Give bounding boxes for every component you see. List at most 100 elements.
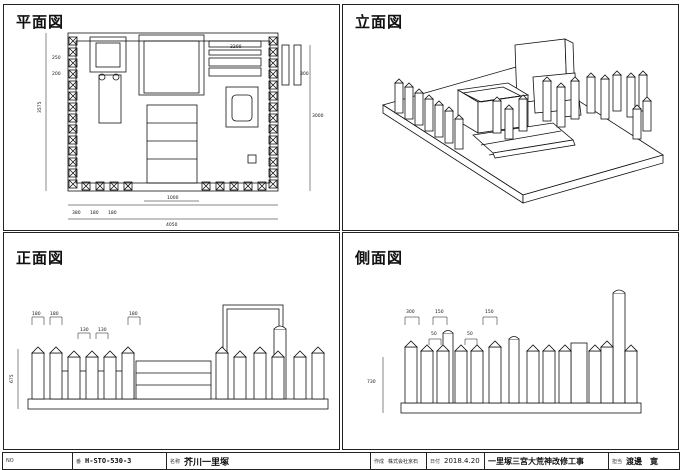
- plan-dim-left-height: 3575: [37, 101, 43, 113]
- fence-block: [68, 168, 78, 178]
- fence-block-mark: [68, 168, 78, 178]
- tb-date-cell: 日付 2018.4.20: [427, 453, 485, 469]
- fence-block: [68, 157, 78, 167]
- iso-fence-post: [492, 100, 502, 134]
- side-fence-post: [488, 346, 502, 404]
- side-post-cap: [488, 340, 502, 348]
- side-dim-5: 150: [485, 309, 494, 315]
- side-post-cap: [436, 344, 450, 352]
- elevation-view-panel: 立面図: [342, 4, 679, 231]
- plan-view-panel: 平面図: [3, 4, 340, 231]
- side-fence-post: [588, 350, 602, 404]
- iso-fence-post: [434, 104, 444, 138]
- fence-block: [215, 181, 225, 191]
- front-post-cap: [49, 346, 63, 354]
- iso-post-cap: [504, 104, 514, 110]
- front-post-cap: [121, 346, 135, 354]
- fence-block-mark: [68, 36, 78, 46]
- side-dim-4: 50: [467, 331, 473, 337]
- fence-block-mark: [68, 146, 78, 156]
- plan-dim-right-height: 3000: [312, 113, 324, 119]
- fence-block-mark: [68, 113, 78, 123]
- fence-block-mark: [68, 80, 78, 90]
- tb-person-value: 渡邊 寛: [626, 455, 659, 466]
- front-fence-post: [253, 352, 267, 400]
- iso-post-cap: [638, 70, 648, 76]
- iso-post-cap: [492, 96, 502, 102]
- fence-block-mark: [268, 135, 278, 145]
- fence-block: [68, 135, 78, 145]
- iso-fence-post: [586, 76, 596, 114]
- front-fence-post: [103, 356, 117, 400]
- fence-block-mark: [68, 135, 78, 145]
- fence-block-mark: [268, 91, 278, 101]
- iso-fence-post: [414, 92, 424, 126]
- fence-block-mark: [68, 124, 78, 134]
- fence-block: [268, 47, 278, 57]
- fence-block: [68, 113, 78, 123]
- fence-block: [109, 181, 119, 191]
- front-dim-4: 130: [98, 327, 107, 333]
- side-post-cap: [470, 344, 484, 352]
- iso-post-cap: [612, 70, 622, 76]
- fence-block-mark: [68, 102, 78, 112]
- iso-fence-post: [632, 108, 642, 140]
- side-fence-post: [436, 350, 450, 404]
- iso-fence-post: [542, 80, 552, 122]
- iso-post-cap: [586, 72, 596, 78]
- front-dim-height: 675: [9, 374, 15, 383]
- side-fence-post: [542, 350, 556, 404]
- side-fence-post: [600, 346, 614, 404]
- fence-block: [257, 181, 267, 191]
- side-view-drawing: 300 150 50 50 150 730: [367, 289, 642, 414]
- tb-name-label: 名称: [170, 458, 181, 465]
- tb-no-cell: NO: [3, 453, 73, 469]
- front-post-cap: [271, 350, 285, 358]
- tb-company-label: 作成: [374, 458, 385, 465]
- fence-block-mark: [109, 181, 119, 191]
- plan-dim-top-width: 3200: [230, 44, 242, 50]
- elevation-view-title: 立面図: [355, 13, 404, 31]
- front-post-cap: [293, 350, 307, 358]
- tb-project-value: 一里塚三宮大荒神改修工事: [488, 455, 584, 466]
- fence-block: [68, 47, 78, 57]
- front-post-cap: [311, 346, 325, 354]
- front-fence-post: [85, 356, 99, 400]
- tb-code-cell: 番 H-STO-530-3: [73, 453, 167, 469]
- iso-post-cap: [626, 72, 636, 78]
- iso-post-cap: [394, 78, 404, 84]
- fence-block-mark: [215, 181, 225, 191]
- iso-fence-post: [394, 82, 404, 114]
- plan-dim-small-c: 300: [300, 71, 309, 77]
- fence-block: [68, 146, 78, 156]
- iso-fence-post: [504, 108, 514, 140]
- front-fence-post: [233, 356, 247, 400]
- iso-post-cap: [434, 100, 444, 106]
- iso-fence-post: [444, 110, 454, 144]
- fence-block-mark: [268, 102, 278, 112]
- fence-block: [68, 69, 78, 79]
- front-view-title: 正面図: [16, 249, 65, 267]
- fence-block-mark: [257, 181, 267, 191]
- fence-block-mark: [68, 58, 78, 68]
- fence-block-mark: [268, 124, 278, 134]
- iso-post-cap: [414, 88, 424, 94]
- fence-block-mark: [268, 36, 278, 46]
- iso-post-cap: [570, 76, 580, 82]
- fence-block: [68, 80, 78, 90]
- iso-fence-post: [612, 74, 622, 112]
- front-fence-post: [121, 352, 135, 400]
- side-fence-post: [624, 350, 638, 404]
- side-view-title: 側面図: [355, 249, 404, 267]
- side-view-panel: 側面図 300 150: [342, 232, 679, 450]
- fence-block-mark: [268, 179, 278, 189]
- side-post-cap: [526, 344, 540, 352]
- plan-dim-inner-width: 1000: [167, 195, 179, 201]
- front-fence-post: [271, 356, 285, 400]
- front-view-panel: 正面図: [3, 232, 340, 450]
- fence-block: [268, 91, 278, 101]
- plan-view-title: 平面図: [16, 13, 65, 31]
- fence-block-mark: [268, 168, 278, 178]
- iso-fence-post: [518, 98, 528, 132]
